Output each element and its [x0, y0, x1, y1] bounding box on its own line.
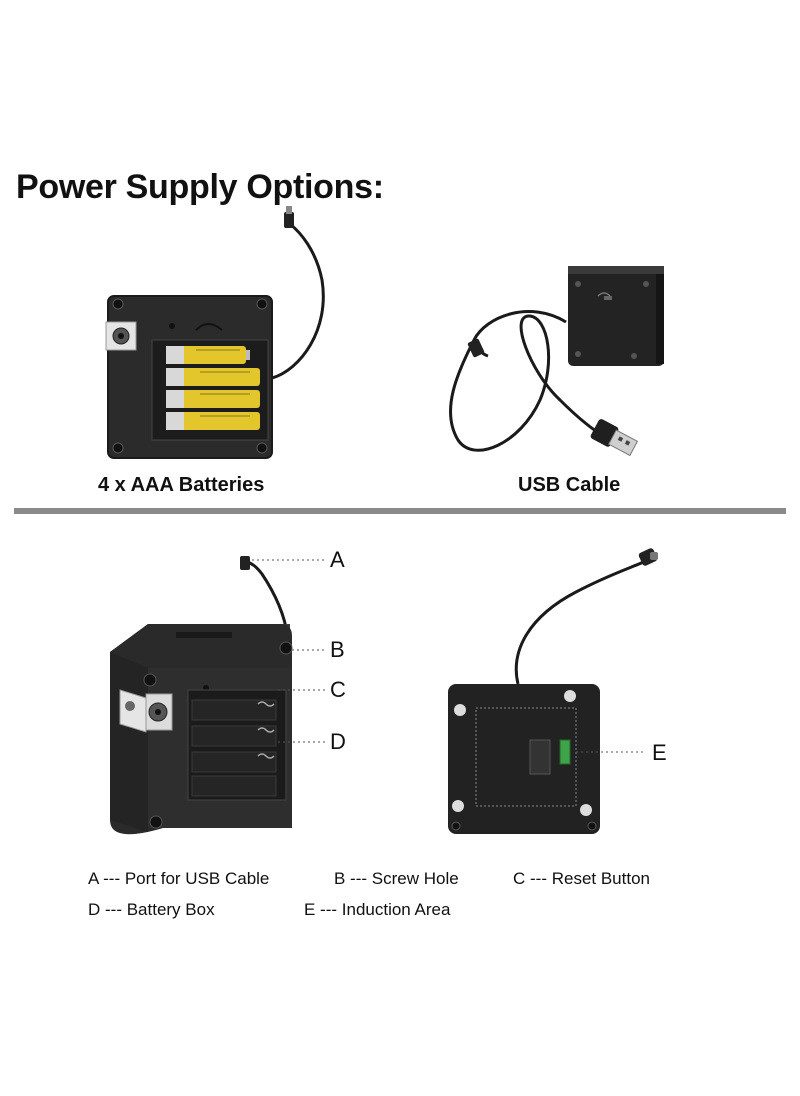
legend-e: E --- Induction Area [304, 900, 451, 919]
legend-d: D --- Battery Box [88, 900, 215, 919]
callout-c: C [330, 677, 346, 702]
callout-d: D [330, 729, 346, 754]
legend-b: B --- Screw Hole [334, 869, 459, 888]
device-back-image [448, 548, 658, 834]
callout-a: A [330, 547, 345, 572]
page-title: Power Supply Options: [16, 168, 384, 206]
option-usb-caption: USB Cable [518, 474, 621, 496]
usb-device-image [449, 266, 664, 457]
legend-a: A --- Port for USB Cable [88, 869, 270, 888]
legend-c: C --- Reset Button [513, 869, 650, 888]
callout-b: B [330, 637, 345, 662]
option-batteries-caption: 4 x AAA Batteries [98, 474, 265, 496]
callout-e: E [652, 740, 667, 765]
section-divider [14, 508, 786, 514]
device-callout-image [110, 556, 326, 835]
battery-device-image [105, 206, 325, 459]
